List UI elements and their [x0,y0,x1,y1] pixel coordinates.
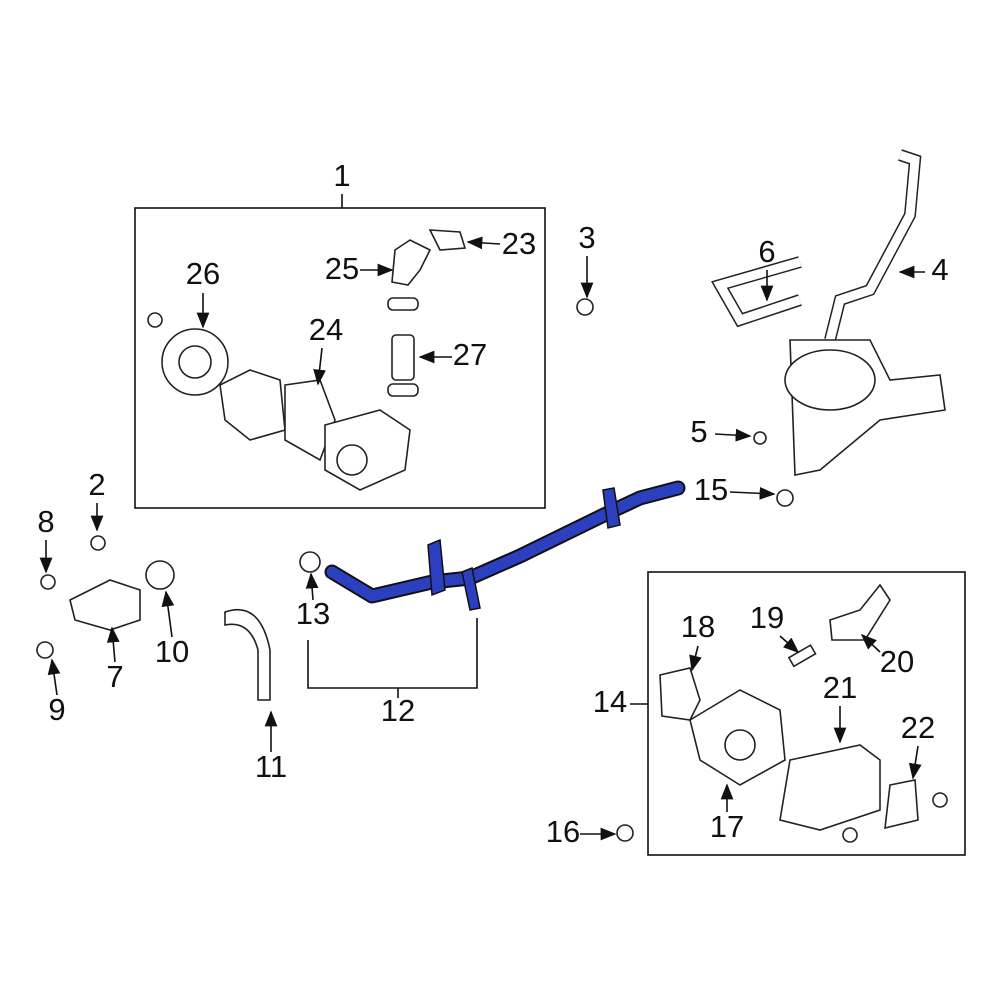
callout-16: 16 [546,814,580,849]
bracket-22 [884,779,919,830]
arrow-9 [47,658,61,696]
callout-26: 26 [186,256,220,291]
arrow-18 [689,645,702,672]
gasket-10 [145,560,175,590]
pump-housing [324,409,411,491]
elbow-25 [391,239,432,286]
bolt-5 [753,431,767,445]
arrow-5 [714,428,752,442]
thermostat-21 [779,744,881,831]
callout-10: 10 [155,634,189,669]
nut-9 [36,641,54,659]
callout-17: 17 [710,809,744,844]
sensor-19 [787,644,817,668]
callout-9: 9 [48,692,65,727]
callout-18: 18 [681,609,715,644]
callout-5: 5 [690,414,707,449]
callout-3: 3 [578,220,595,255]
arrow-24 [313,347,326,386]
bolt-2 [90,535,106,551]
callout-13: 13 [296,596,330,631]
callout-12: 12 [381,693,415,728]
hose-11 [224,608,271,701]
arrow-22 [908,745,922,780]
callout-14: 14 [593,684,627,719]
callout-11: 11 [255,749,287,784]
arrow-7 [106,626,120,663]
callout-19: 19 [750,600,784,635]
bracket-12 [307,618,478,689]
callout-6: 6 [758,234,775,269]
pipe-4 [824,149,922,342]
nut-16 [616,824,634,842]
clamp [387,383,419,397]
arrow-23 [466,236,501,250]
gasket-23 [428,229,467,251]
arrow-15 [729,486,776,500]
water-pump [219,369,286,441]
callout-22: 22 [901,710,935,745]
arrow-19 [779,635,800,654]
assembly-box-1 [134,207,546,509]
callout-7: 7 [106,659,123,694]
parts [36,149,948,843]
outlet-7 [69,579,141,631]
callout-8: 8 [37,504,54,539]
callout-23: 23 [502,226,536,261]
bolt-15 [776,489,794,507]
assembly-box-14 [647,571,966,856]
callout-1: 1 [333,158,350,193]
callout-2: 2 [88,467,105,502]
callout-21: 21 [823,670,857,705]
hose-12-highlight [324,480,686,611]
arrow-20 [860,633,881,653]
callout-arrows [39,236,925,841]
pipe-27 [391,334,415,381]
nut-3 [576,298,594,316]
arrow-10 [161,590,175,638]
clamp [387,297,419,311]
callout-15: 15 [694,472,728,507]
callout-20: 20 [880,644,914,679]
bolt-8 [40,574,56,590]
callout-25: 25 [325,251,359,286]
clamp-13 [299,551,321,573]
arrow-13 [305,572,319,601]
seal-18 [659,667,701,721]
callout-27: 27 [453,337,487,372]
callout-24: 24 [309,312,343,347]
callout-4: 4 [931,252,948,287]
bracket-20 [829,583,891,641]
